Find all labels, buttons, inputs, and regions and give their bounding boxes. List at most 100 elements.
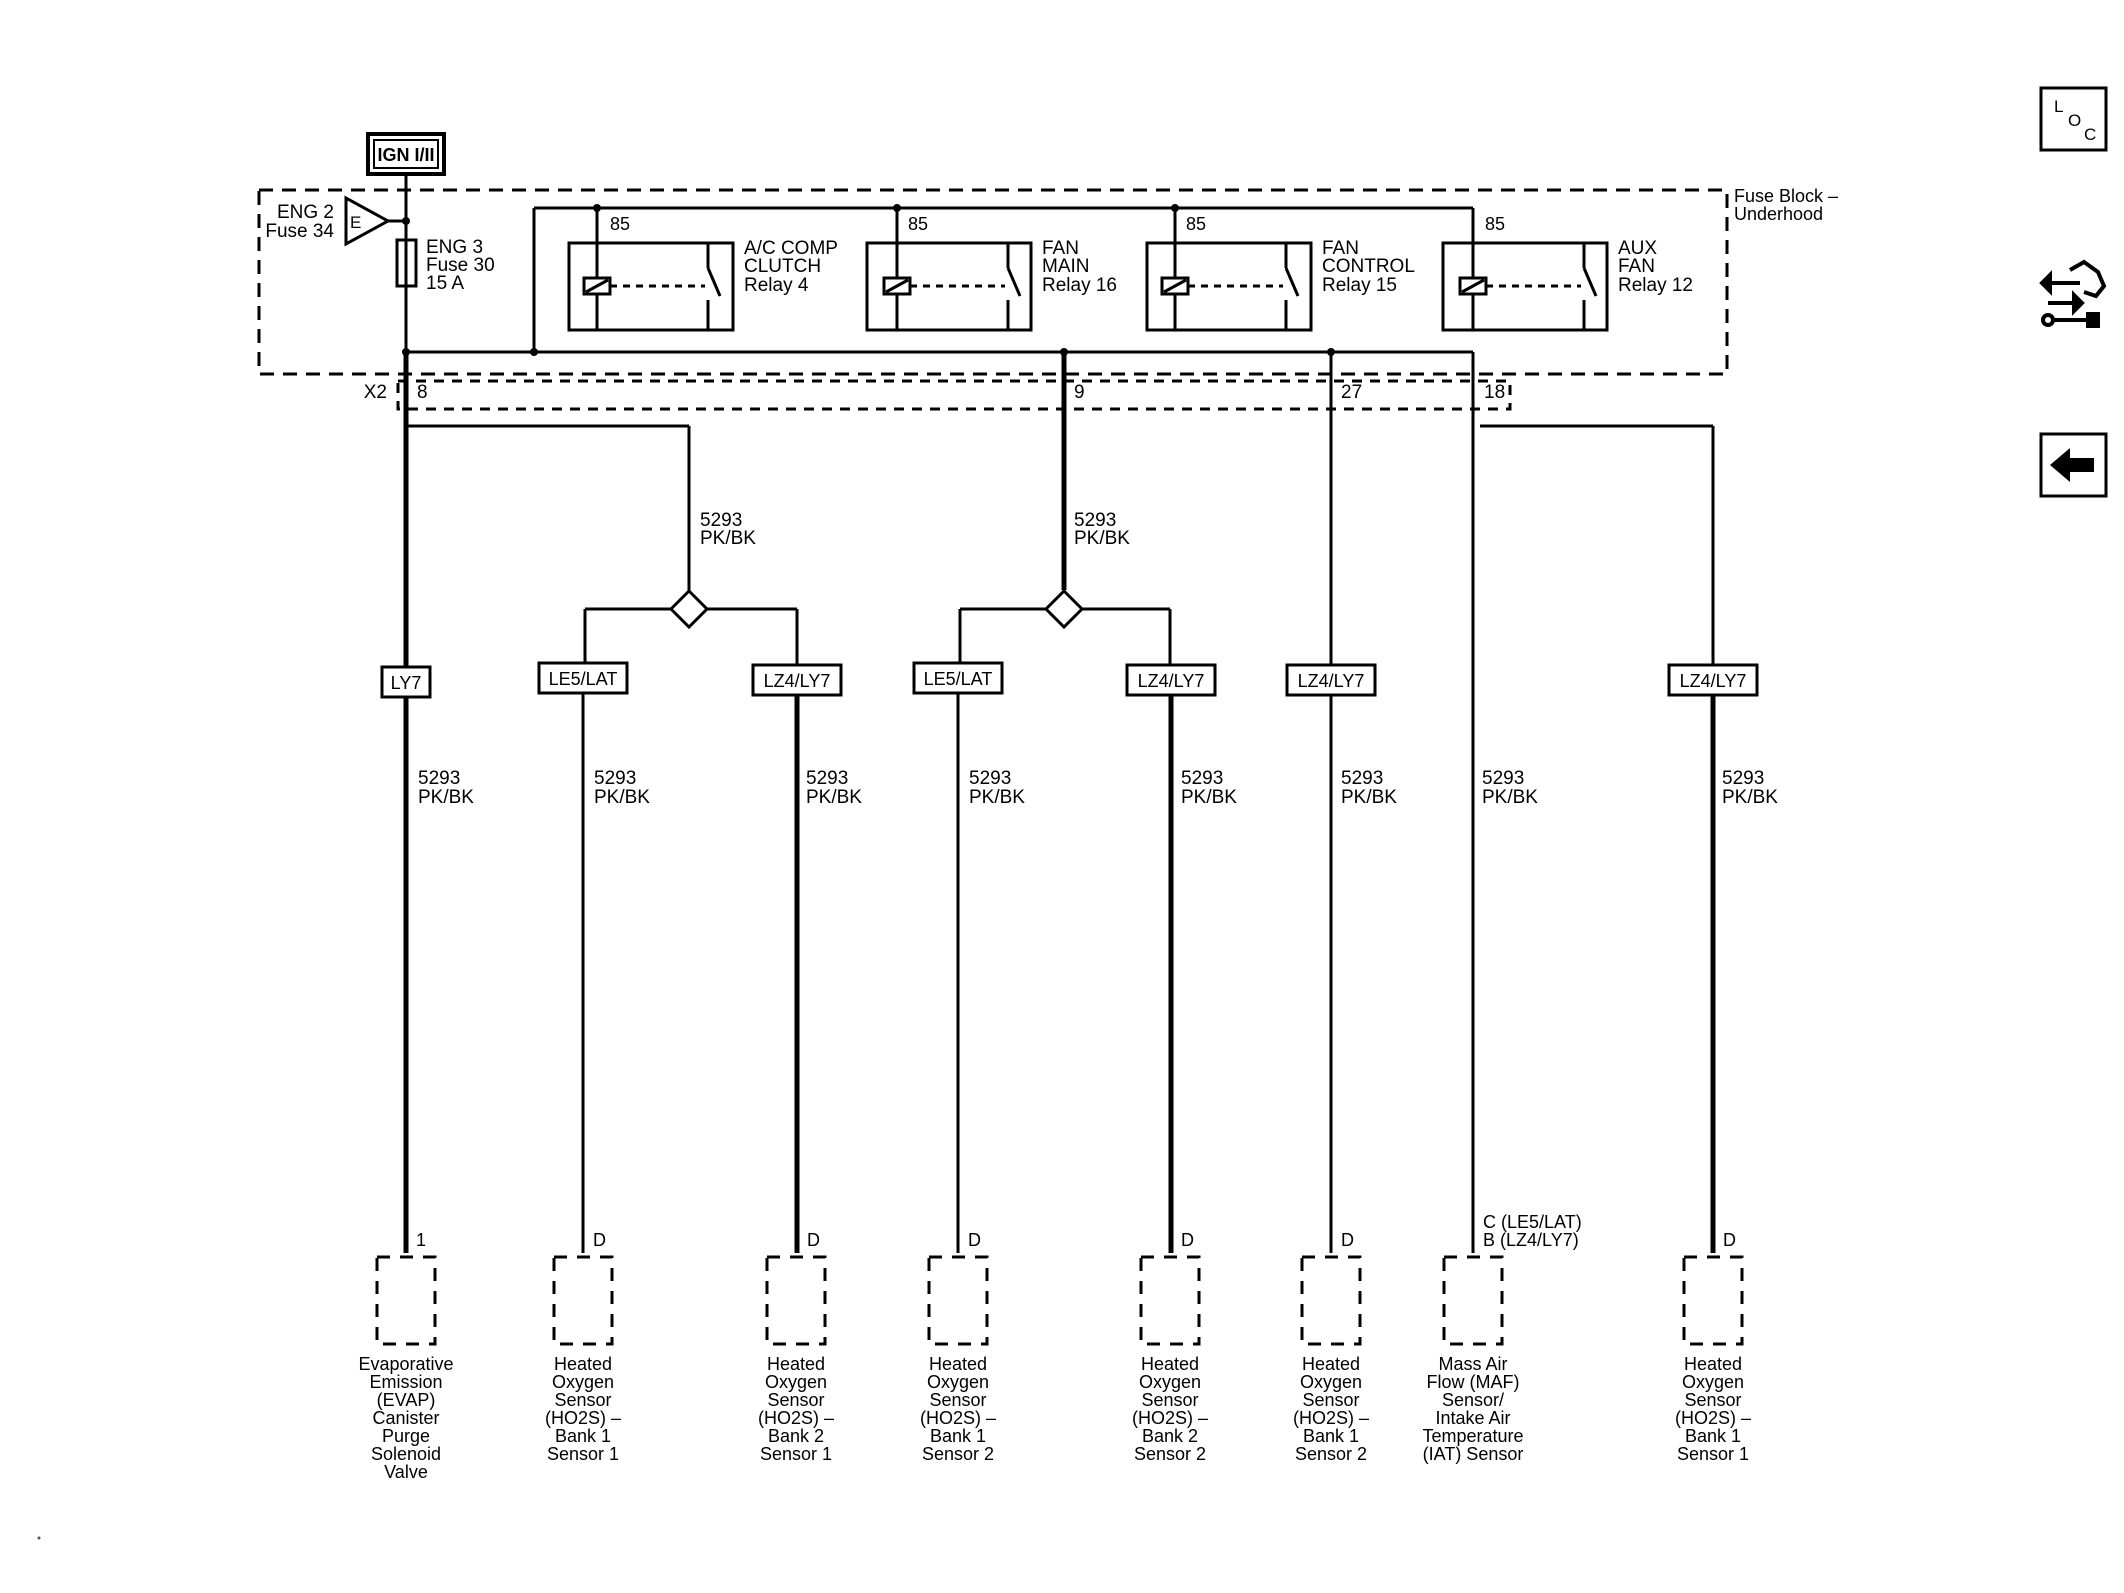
- svg-text:LY7: LY7: [391, 673, 422, 693]
- svg-text:Heated: Heated: [929, 1354, 987, 1374]
- svg-text:(HO2S) –: (HO2S) –: [545, 1408, 621, 1428]
- upper-wire-2-color: PK/BK: [1074, 528, 1130, 549]
- svg-text:Sensor: Sensor: [1141, 1390, 1198, 1410]
- relay-ac-comp-clutch: 85 A/C COMP CLUTCH Relay 4: [567, 204, 838, 332]
- eng2-label-1: ENG 2: [277, 202, 334, 223]
- wire-maf-circuit: 5293: [1482, 768, 1524, 789]
- component-ho2s-b2s1-name: Heated Oxygen Sensor (HO2S) – Bank 2 Sen…: [758, 1354, 834, 1464]
- svg-text:LE5/LAT: LE5/LAT: [549, 669, 618, 689]
- svg-text:(HO2S) –: (HO2S) –: [758, 1408, 834, 1428]
- relay-aux-label-3: Relay 12: [1618, 275, 1693, 296]
- back-arrow-icon: [2050, 448, 2094, 482]
- svg-text:Valve: Valve: [384, 1462, 428, 1482]
- back-button[interactable]: [2039, 432, 2108, 498]
- svg-text:LZ4/LY7: LZ4/LY7: [1138, 671, 1205, 691]
- svg-text:Oxygen: Oxygen: [1300, 1372, 1362, 1392]
- svg-text:Sensor 1: Sensor 1: [1677, 1444, 1749, 1464]
- svg-text:Bank 2: Bank 2: [1142, 1426, 1198, 1446]
- wire-ho2s-b1s1b-color: PK/BK: [1722, 787, 1778, 808]
- wire-ho2s-b2s1-circuit: 5293: [806, 768, 848, 789]
- svg-text:Sensor 1: Sensor 1: [760, 1444, 832, 1464]
- svg-text:Oxygen: Oxygen: [1682, 1372, 1744, 1392]
- wire-evap-color: PK/BK: [418, 787, 474, 808]
- svg-text:Oxygen: Oxygen: [927, 1372, 989, 1392]
- svg-text:(HO2S) –: (HO2S) –: [920, 1408, 996, 1428]
- svg-text:Sensor 2: Sensor 2: [1295, 1444, 1367, 1464]
- option-box-le5-lat-2: LE5/LAT: [912, 661, 1004, 695]
- pin-ho2s-b2s2: D: [1181, 1230, 1194, 1250]
- wire-ho2s-b1s1b-circuit: 5293: [1722, 768, 1764, 789]
- svg-text:Solenoid: Solenoid: [371, 1444, 441, 1464]
- svg-text:(HO2S) –: (HO2S) –: [1675, 1408, 1751, 1428]
- svg-text:Temperature: Temperature: [1422, 1426, 1523, 1446]
- splice-pack-2: [1043, 588, 1085, 630]
- component-ho2s-b2s1-box: [765, 1255, 827, 1346]
- relay-ac-label-2: CLUTCH: [744, 256, 821, 277]
- svg-text:LE5/LAT: LE5/LAT: [924, 669, 993, 689]
- wire-ho2s-b1s1-circuit: 5293: [594, 768, 636, 789]
- svg-text:Sensor/: Sensor/: [1442, 1390, 1504, 1410]
- upper-wire-1-circuit: 5293: [700, 510, 742, 531]
- component-ho2s-b1s2b-name: Heated Oxygen Sensor (HO2S) – Bank 1 Sen…: [1293, 1354, 1369, 1464]
- svg-text:Purge: Purge: [382, 1426, 430, 1446]
- upper-wire-2-circuit: 5293: [1074, 510, 1116, 531]
- location-button[interactable]: L O C: [2039, 86, 2108, 152]
- svg-text:Sensor: Sensor: [554, 1390, 611, 1410]
- pin-maf-1: C (LE5/LAT): [1483, 1212, 1582, 1232]
- component-ho2s-b1s1b-box: [1682, 1255, 1744, 1346]
- option-box-le5-lat-1: LE5/LAT: [537, 661, 629, 695]
- option-box-ly7: LY7: [380, 665, 432, 699]
- relay-fan-main-pin: 85: [908, 214, 928, 234]
- eng3-label-3: 15 A: [426, 273, 464, 294]
- component-ho2s-b2s2-name: Heated Oxygen Sensor (HO2S) – Bank 2 Sen…: [1132, 1354, 1208, 1464]
- svg-text:Sensor 2: Sensor 2: [1134, 1444, 1206, 1464]
- svg-text:Intake Air: Intake Air: [1435, 1408, 1510, 1428]
- eng2-triangle-symbol: [344, 195, 392, 247]
- svg-text:Heated: Heated: [1684, 1354, 1742, 1374]
- svg-text:Sensor 1: Sensor 1: [547, 1444, 619, 1464]
- connector-tools-icon: [2039, 259, 2107, 328]
- ign-label: IGN I/II: [377, 145, 434, 165]
- svg-text:(EVAP): (EVAP): [377, 1390, 436, 1410]
- svg-text:Sensor: Sensor: [767, 1390, 824, 1410]
- component-ho2s-b2s2-box: [1139, 1255, 1201, 1346]
- wire-ho2s-b1s2b-circuit: 5293: [1341, 768, 1383, 789]
- option-box-lz4-ly7-1: LZ4/LY7: [751, 663, 843, 697]
- option-box-lz4-ly7-2: LZ4/LY7: [1125, 663, 1217, 697]
- fuse-block-label-2: Underhood: [1734, 204, 1823, 224]
- relay-aux-label-2: FAN: [1618, 256, 1655, 277]
- pin-maf-2: B (LZ4/LY7): [1483, 1230, 1579, 1250]
- pin-ho2s-b1s1: D: [593, 1230, 606, 1250]
- svg-text:(HO2S) –: (HO2S) –: [1132, 1408, 1208, 1428]
- svg-text:Bank 2: Bank 2: [768, 1426, 824, 1446]
- relay-fan-control-pin: 85: [1186, 214, 1206, 234]
- eng3-label-1: ENG 3: [426, 237, 483, 258]
- component-ho2s-b1s1b-name: Heated Oxygen Sensor (HO2S) – Bank 1 Sen…: [1675, 1354, 1751, 1464]
- svg-text:Oxygen: Oxygen: [765, 1372, 827, 1392]
- connector-tools-button[interactable]: [2039, 259, 2107, 328]
- svg-text:Heated: Heated: [1302, 1354, 1360, 1374]
- connector-x2-label: X2: [364, 382, 387, 403]
- relay-aux-pin: 85: [1485, 214, 1505, 234]
- location-icon: L: [2054, 97, 2063, 116]
- svg-text:LZ4/LY7: LZ4/LY7: [1680, 671, 1747, 691]
- svg-text:Bank 1: Bank 1: [1303, 1426, 1359, 1446]
- svg-text:Bank 1: Bank 1: [1685, 1426, 1741, 1446]
- svg-text:Evaporative: Evaporative: [358, 1354, 453, 1374]
- component-ho2s-b1s1-box: [552, 1255, 614, 1346]
- connector-pin-8: 8: [417, 382, 428, 403]
- wire-ho2s-b2s1-color: PK/BK: [806, 787, 862, 808]
- wire-evap-circuit: 5293: [418, 768, 460, 789]
- component-evap-box: [375, 1255, 437, 1346]
- wire-ho2s-b2s2-color: PK/BK: [1181, 787, 1237, 808]
- component-maf-box: [1442, 1255, 1504, 1346]
- svg-text:Sensor: Sensor: [1302, 1390, 1359, 1410]
- wire-ho2s-b1s2-color: PK/BK: [969, 787, 1025, 808]
- relay-ac-pin: 85: [610, 214, 630, 234]
- relay-aux-label-1: AUX: [1618, 238, 1657, 259]
- pin-evap: 1: [416, 1230, 426, 1250]
- relay-ac-label-1: A/C COMP: [744, 238, 838, 259]
- upper-wire-1-color: PK/BK: [700, 528, 756, 549]
- svg-text:Bank 1: Bank 1: [930, 1426, 986, 1446]
